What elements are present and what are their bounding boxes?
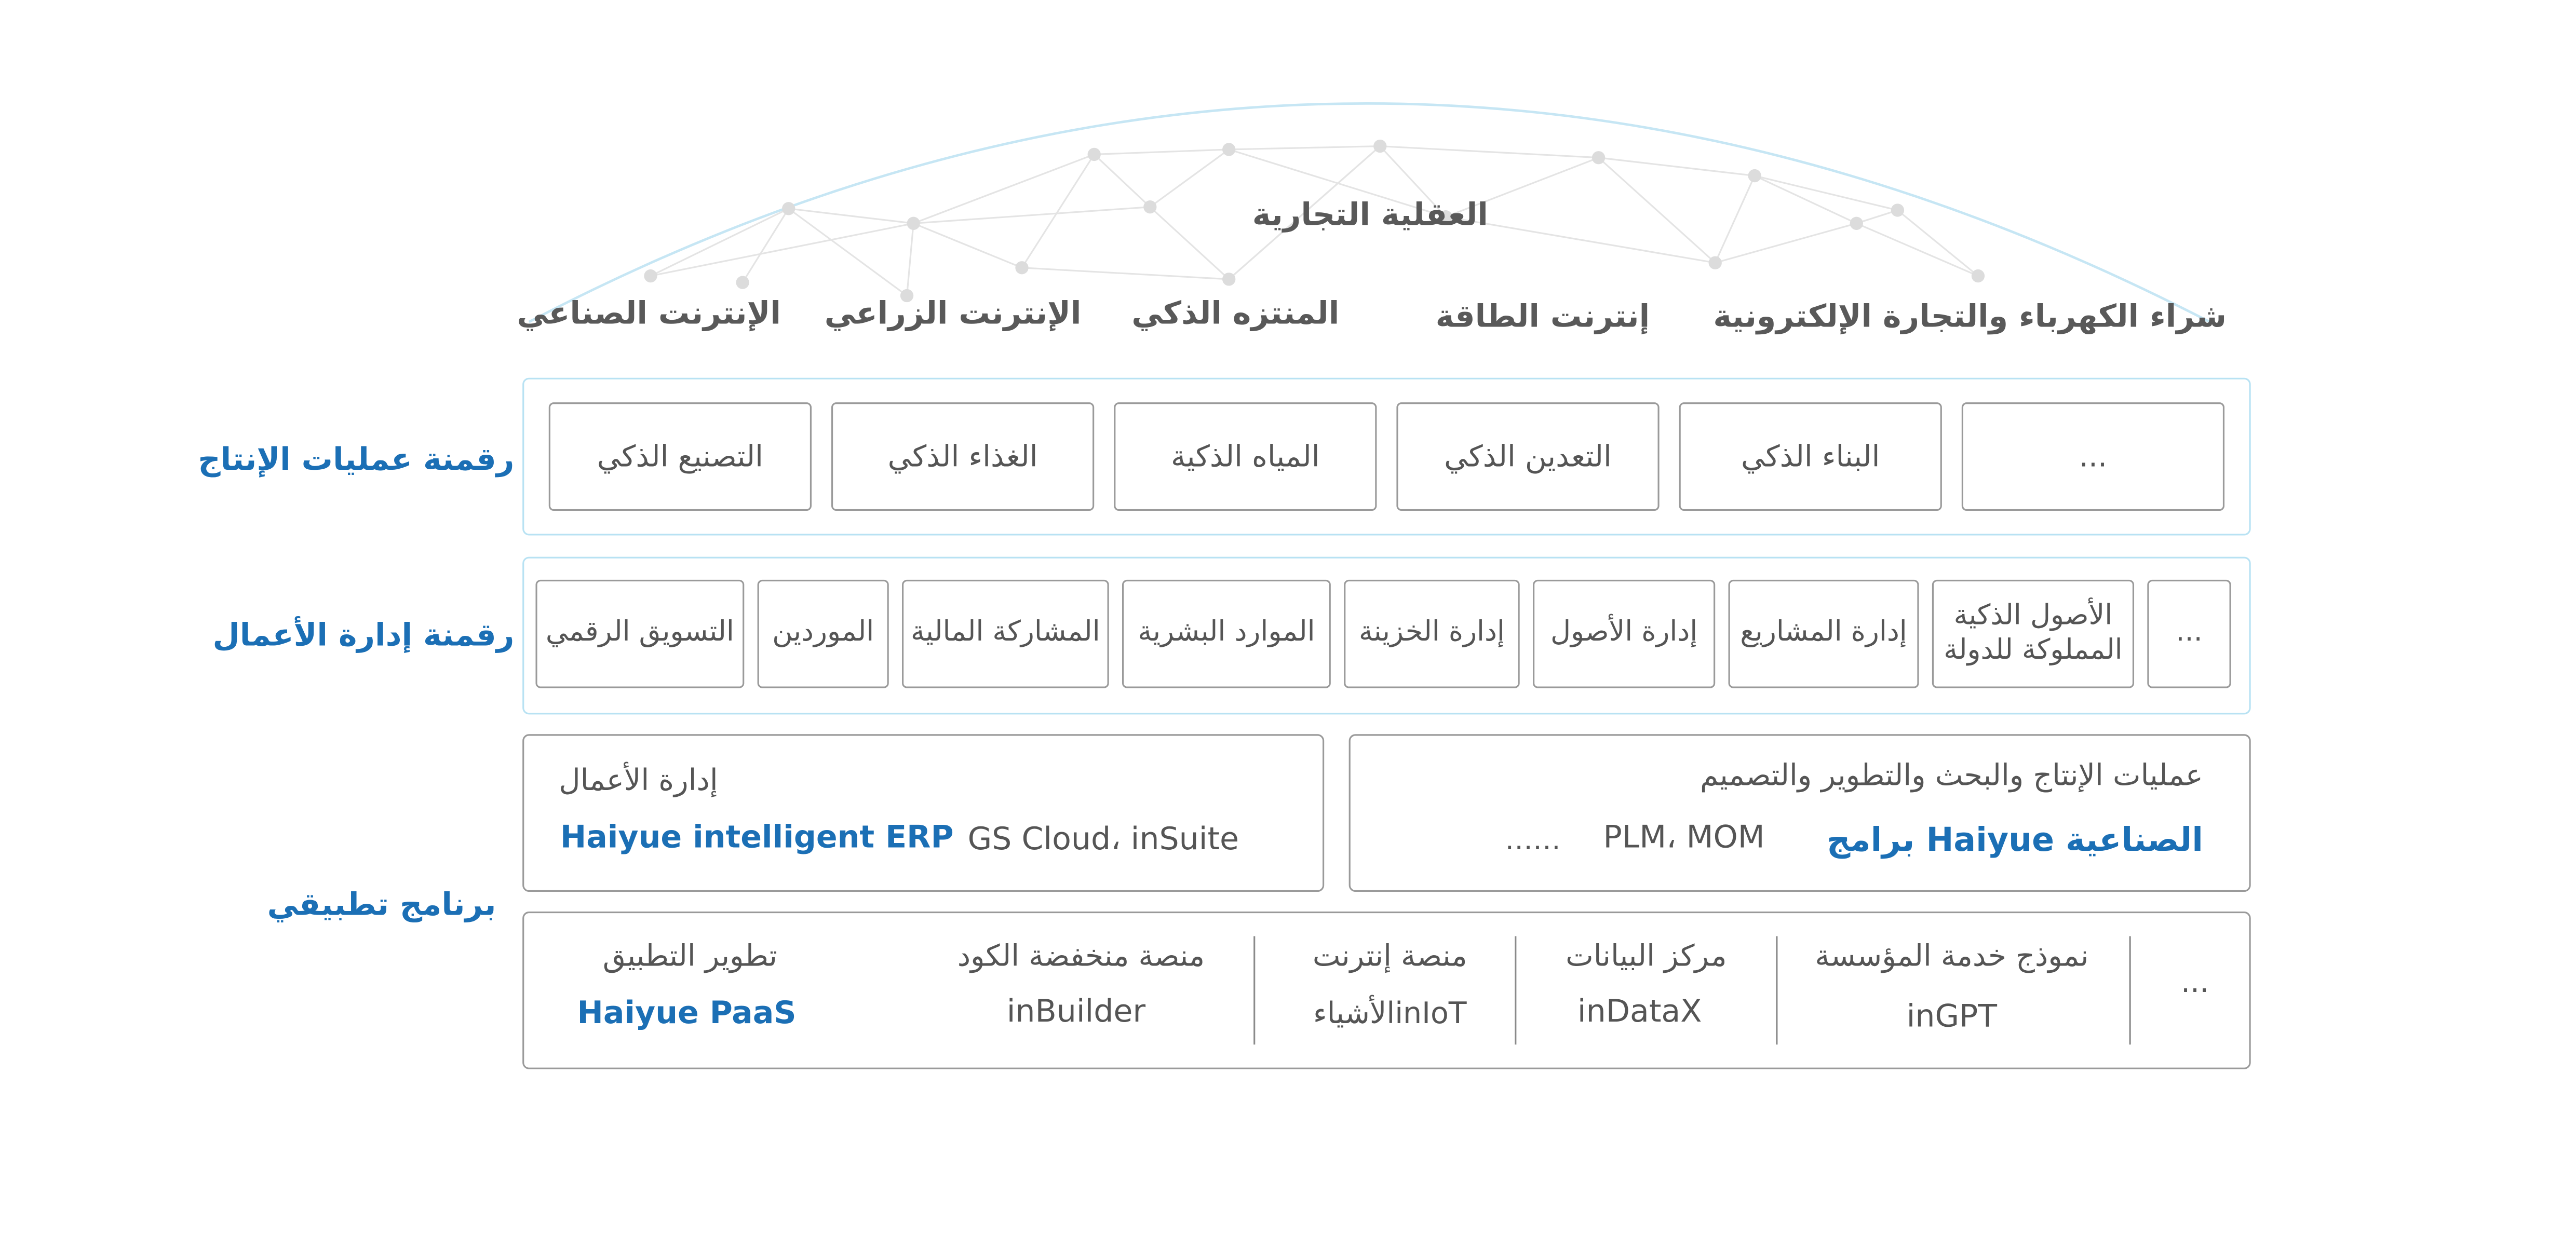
haiyue-industrial-brand: برامج Haiyue الصناعية — [1826, 819, 2203, 859]
category-power-ecommerce: شراء الكهرباء والتجارة الإلكترونية — [1713, 298, 2227, 335]
business-row-frame — [522, 556, 2251, 715]
category-industrial-internet: الإنترنت الصناعي — [517, 295, 781, 332]
mesh-nodes — [644, 139, 1985, 303]
production-item-smart-water: المياه الذكية — [1114, 402, 1377, 511]
business-item-suppliers: الموردين — [757, 579, 889, 688]
category-energy-internet: إنترنت الطاقة — [1435, 298, 1650, 335]
business-item-treasury-management: إدارة الخزينة — [1344, 579, 1520, 688]
production-item-smart-food: الغذاء الذكي — [831, 402, 1095, 511]
haiyue-erp-brand: Haiyue intelligent ERP — [560, 819, 954, 856]
platform-data-center-value: inDataX — [1577, 994, 1702, 1030]
platform-iot-value: الأشياءinIoT — [1313, 997, 1467, 1031]
production-rd-more: …… — [1505, 824, 1561, 858]
platform-more: ... — [2180, 966, 2209, 1000]
business-management-title: إدارة الأعمال — [559, 764, 718, 798]
platform-lowcode-title: منصة منخفضة الكود — [957, 939, 1205, 974]
production-rd-box — [1348, 734, 2251, 892]
business-item-asset-management: إدارة الأصول — [1533, 579, 1716, 688]
category-smart-park: المنتزه الذكي — [1131, 295, 1340, 332]
business-item-financial-sharing: المشاركة المالية — [902, 579, 1109, 688]
production-rd-products: PLM، MOM — [1603, 819, 1765, 856]
business-management-box — [522, 734, 1325, 892]
category-agricultural-internet: الإنترنت الزراعي — [824, 295, 1082, 332]
platform-divider — [1253, 936, 1256, 1045]
platform-enterprise-model-value: inGPT — [1906, 998, 1998, 1035]
platform-enterprise-model-title: نموذج خدمة المؤسسة — [1815, 939, 2089, 974]
platform-iot-title: منصة إنترنت — [1312, 939, 1467, 974]
business-mind-title: العقلية التجارية — [1252, 197, 1488, 234]
business-row-label: رقمنة إدارة الأعمال — [212, 617, 515, 654]
production-item-smart-manufacturing: التصنيع الذكي — [548, 402, 812, 511]
production-row-label: رقمنة عمليات الإنتاج — [198, 442, 515, 478]
business-item-project-management: إدارة المشاريع — [1728, 579, 1919, 688]
production-row-frame — [522, 377, 2251, 536]
business-item-state-owned-assets: الأصول الذكية المملوكة للدولة — [1932, 579, 2135, 688]
platform-app-dev-title: تطوير التطبيق — [602, 939, 778, 974]
platform-app-dev-value: Haiyue PaaS — [577, 995, 797, 1031]
business-item-digital-marketing: التسويق الرقمي — [535, 579, 745, 688]
production-item-smart-construction: البناء الذكي — [1679, 402, 1942, 511]
production-item-smart-mining: التعدين الذكي — [1396, 402, 1660, 511]
business-item-more: ... — [2147, 579, 2231, 688]
platform-lowcode-value: inBuilder — [1006, 994, 1146, 1030]
business-item-human-resources: الموارد البشرية — [1122, 579, 1331, 688]
platform-divider — [2129, 936, 2131, 1045]
production-item-more: ... — [1961, 402, 2225, 511]
platform-row-frame — [522, 912, 2251, 1069]
platform-divider — [1776, 936, 1778, 1045]
app-row-label: برنامج تطبيقي — [267, 887, 496, 923]
business-management-products: GS Cloud، inSuite — [967, 821, 1239, 858]
production-rd-title: عمليات الإنتاج والبحث والتطوير والتصميم — [1700, 758, 2203, 794]
platform-divider — [1515, 936, 1517, 1045]
platform-data-center-title: مركز البيانات — [1566, 939, 1727, 974]
